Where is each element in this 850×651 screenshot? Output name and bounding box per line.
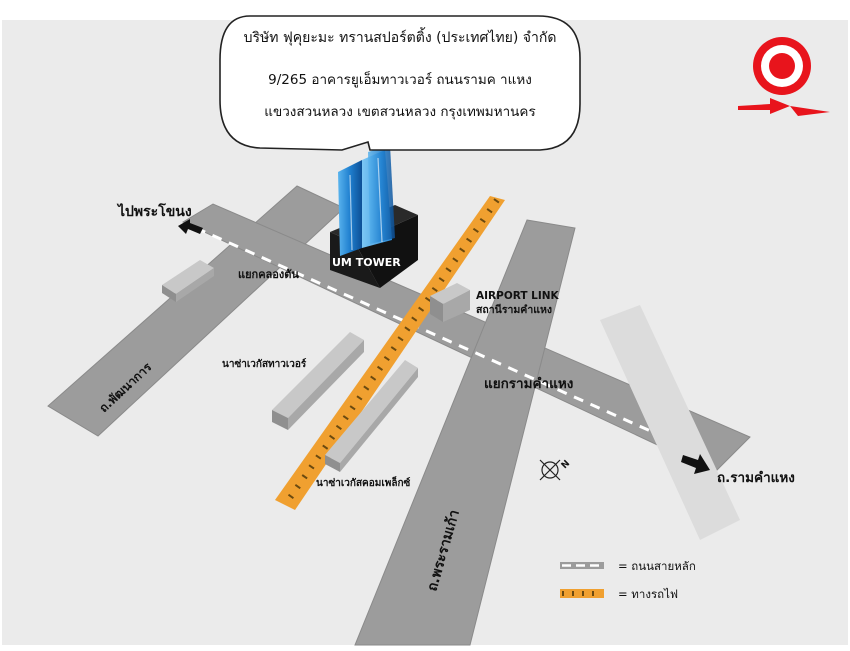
arrow-to-phra-khanong-icon	[178, 219, 203, 234]
roads	[47, 185, 751, 646]
building-block-upper-left-front	[176, 268, 214, 302]
building-nakawa-complex-front	[340, 368, 418, 472]
um-tower-base-front	[355, 215, 418, 288]
legend-railway-label: = ทางรถไฟ	[618, 587, 678, 601]
label-airport-link-station: สถานีรามคำแหง	[476, 303, 552, 316]
label-airport-link: AIRPORT LINK	[476, 290, 560, 302]
building-block-upper-left	[162, 260, 214, 294]
building-nakawa-tower-front	[288, 340, 364, 430]
railway-track	[275, 196, 505, 510]
building-airport-link-station	[430, 283, 470, 304]
label-ramkhamhaeng-junction: แยกรามคำแหง	[484, 376, 573, 392]
building-block-upper-left-side	[162, 285, 176, 302]
building-nakawa-complex	[325, 360, 418, 463]
address-callout: บริษัท ฟุคุยะมะ ทรานสปอร์ตติ้ง (ประเทศไท…	[219, 15, 581, 151]
main-road-centerline	[195, 226, 694, 452]
compass-icon: N	[539, 459, 572, 481]
label-nakawa-tower: นาซ่าเวกัสทาวเวอร์	[222, 358, 307, 370]
legend-main-road-label: = ถนนสายหลัก	[618, 559, 696, 573]
address-line-2: แขวงสวนหลวง เขตสวนหลวง กรุงเทพมหานคร	[264, 104, 535, 120]
company-name: บริษัท ฟุคุยะมะ ทรานสปอร์ตติ้ง (ประเทศไท…	[244, 27, 557, 46]
label-khlong-tan-junction: แยกคลองตัน	[238, 268, 299, 281]
label-um-tower: UM TOWER	[332, 256, 401, 269]
building-nakawa-complex-side	[325, 455, 340, 472]
ramkhamhaeng-main-road	[181, 203, 751, 473]
side-road-right	[600, 305, 740, 540]
rama9-road	[354, 219, 576, 646]
label-nakawa-complex: นาซ่าเวกัสคอมเพล็กซ์	[316, 475, 411, 489]
address-line-1: 9/265 อาคารยูเอ็มทาวเวอร์ ถนนรามค าแหง	[268, 70, 532, 88]
building-airport-link-station-side	[430, 296, 443, 322]
railway-ties	[282, 198, 500, 507]
building-airport-link-station-front	[443, 290, 470, 322]
building-nakawa-tower-side	[272, 410, 288, 430]
company-logo	[738, 37, 830, 116]
buildings	[162, 260, 470, 472]
building-nakawa-tower	[272, 332, 364, 418]
label-to-phra-khanong: ไปพระโขนง	[116, 202, 192, 220]
arrow-to-ramkhamhaeng-icon	[681, 454, 710, 474]
legend: = ถนนสายหลัก = ทางรถไฟ	[560, 559, 696, 601]
um-tower	[338, 145, 395, 256]
label-ramkhamhaeng-road: ถ.รามคำแหง	[717, 470, 795, 486]
